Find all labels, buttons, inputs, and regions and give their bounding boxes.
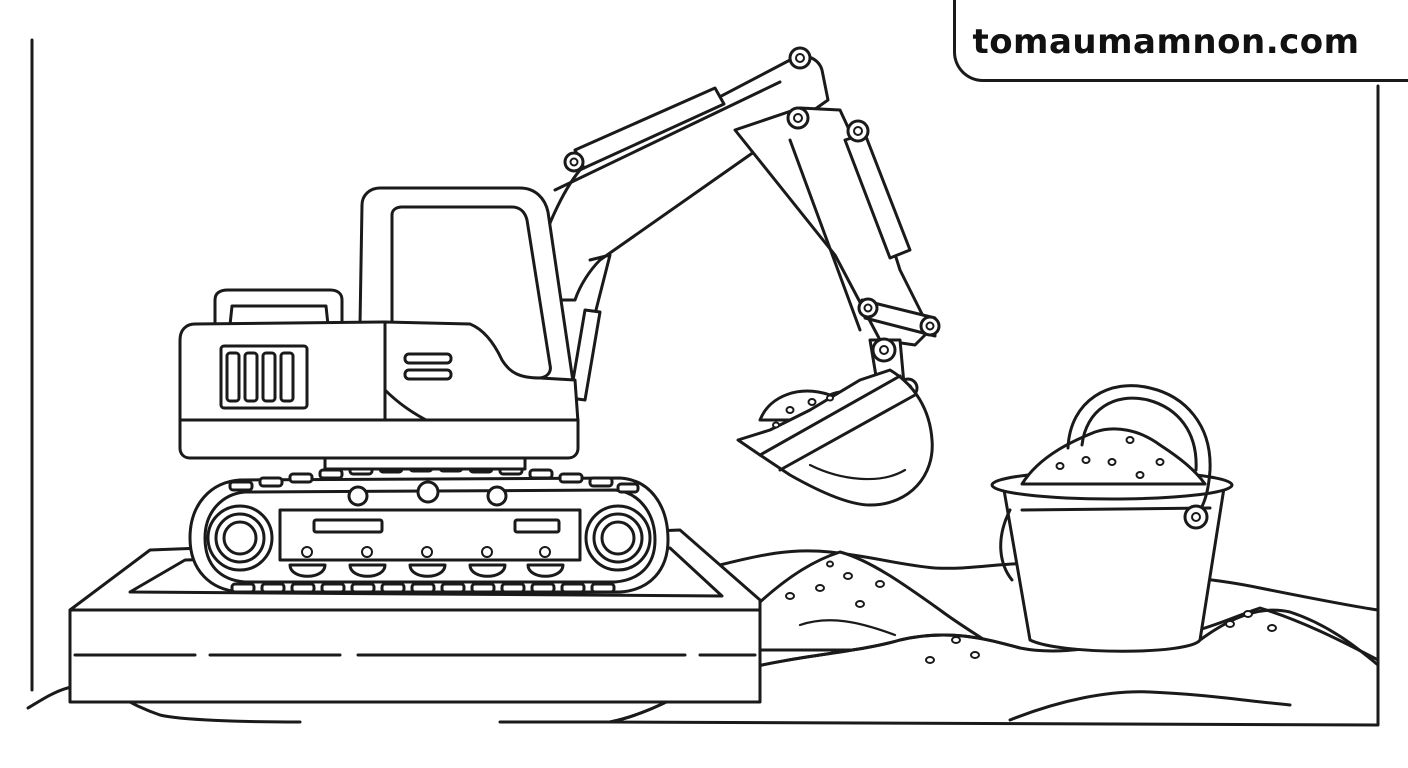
excavator-body: [180, 188, 578, 469]
excavator-bucket: [738, 370, 932, 505]
sand-pail: [992, 386, 1232, 652]
sand-grains: [786, 562, 1276, 664]
road-wheels: [290, 547, 563, 576]
watermark-text: tomaumamnon.com: [972, 22, 1360, 62]
excavator-tracks: [190, 463, 668, 592]
excavator-arm: [520, 48, 939, 400]
page-frame: [32, 40, 1378, 690]
watermark-banner: tomaumamnon.com: [953, 0, 1408, 82]
